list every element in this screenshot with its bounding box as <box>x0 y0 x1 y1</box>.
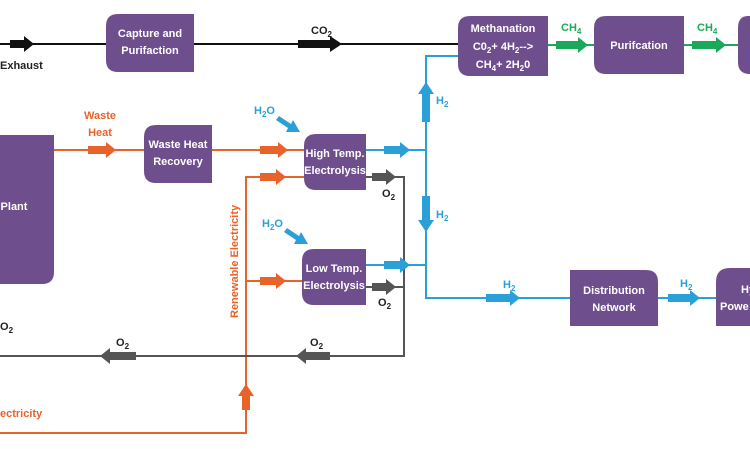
high-temp-label-1: High Temp. <box>305 148 364 160</box>
high-temp-label-2: Electrolysis <box>304 165 366 177</box>
waste-heat-recovery-label-2: Recovery <box>153 156 203 168</box>
h2o-label-high: H2O <box>254 105 275 119</box>
o2-arrow-left-1 <box>296 348 330 364</box>
ch4-label-1: CH4 <box>561 22 582 36</box>
o2-label-low: O2 <box>378 297 392 311</box>
waste-heat-recovery-box[interactable] <box>144 125 212 183</box>
electricity-arrow-up <box>238 384 254 410</box>
h2-arrow-power <box>668 290 700 306</box>
methanation-eq-2: CH4+ 2H20 <box>476 59 530 73</box>
distribution-label-2: Network <box>592 302 636 314</box>
h2-arrow-distribution <box>486 290 520 306</box>
capture-label-1: Capture and <box>118 28 182 40</box>
o2-label-return-2: O2 <box>116 337 130 351</box>
waste-heat-recovery-label-1: Waste Heat <box>149 139 208 151</box>
hydrogen-power-label-2: Powe <box>720 301 749 313</box>
o2-label-return-1: O2 <box>310 337 324 351</box>
electricity-arrow-low <box>260 273 286 289</box>
h2-label-up: H2 <box>436 95 449 109</box>
low-temp-label-2: Electrolysis <box>303 280 365 292</box>
low-temp-label-1: Low Temp. <box>306 263 363 275</box>
plant-label: Plant <box>1 201 28 213</box>
exhaust-label: Exhaust <box>0 60 43 72</box>
electricity-arrow-high <box>260 169 286 185</box>
methanation-title: Methanation <box>471 23 536 35</box>
waste-heat-label-1: Waste <box>84 110 116 122</box>
h2o-arrow-low <box>284 228 308 244</box>
renewable-electricity-label: Renewable Electricity <box>229 204 241 318</box>
ch4-arrow-1 <box>556 37 588 53</box>
h2-arrow-down <box>418 196 434 232</box>
ch4-label-2: CH4 <box>697 22 718 36</box>
hydrogen-power-label-1: Hy <box>741 284 750 296</box>
h2-label-power: H2 <box>680 278 693 292</box>
co2-label: CO2 <box>311 25 333 39</box>
h2-label-down: H2 <box>436 209 449 223</box>
waste-heat-arrow-2 <box>260 142 288 158</box>
o2-arrow-high <box>372 169 396 185</box>
o2-arrow-low <box>372 279 396 295</box>
h2o-label-low: H2O <box>262 218 283 232</box>
h2-label-distribution: H2 <box>503 279 516 293</box>
exhaust-arrow <box>10 36 34 52</box>
waste-heat-label-2: Heat <box>88 127 112 139</box>
h2-arrow-up <box>418 82 434 122</box>
high-temp-electrolysis-box[interactable] <box>304 134 366 190</box>
o2-label-high: O2 <box>382 188 396 202</box>
waste-heat-arrow-1 <box>88 142 116 158</box>
capture-label-2: Purifaction <box>121 45 179 57</box>
h2-vertical-trunk <box>425 55 570 299</box>
h2-arrow-low <box>384 257 410 273</box>
ch4-arrow-2 <box>692 37 726 53</box>
purification-box[interactable] <box>594 16 684 74</box>
hydrogen-power-box[interactable] <box>716 268 750 326</box>
output-box-partial[interactable] <box>738 16 750 74</box>
distribution-network-box[interactable] <box>570 270 658 326</box>
purification-label: Purifcation <box>610 40 668 52</box>
h2-arrow-high <box>384 142 410 158</box>
low-temp-electrolysis-box[interactable] <box>302 249 366 305</box>
o2-arrow-left-2 <box>100 348 136 364</box>
methanation-box[interactable] <box>458 16 548 76</box>
o2-label-plant: O2 <box>0 321 14 335</box>
co2-arrow <box>298 36 342 52</box>
electricity-label: ectricity <box>0 408 43 420</box>
h2o-arrow-high <box>276 116 300 132</box>
distribution-label-1: Distribution <box>583 285 645 297</box>
methanation-eq-1: C02+ 4H2--> <box>473 41 533 55</box>
plant-box[interactable] <box>0 135 54 284</box>
capture-box[interactable] <box>106 14 194 72</box>
